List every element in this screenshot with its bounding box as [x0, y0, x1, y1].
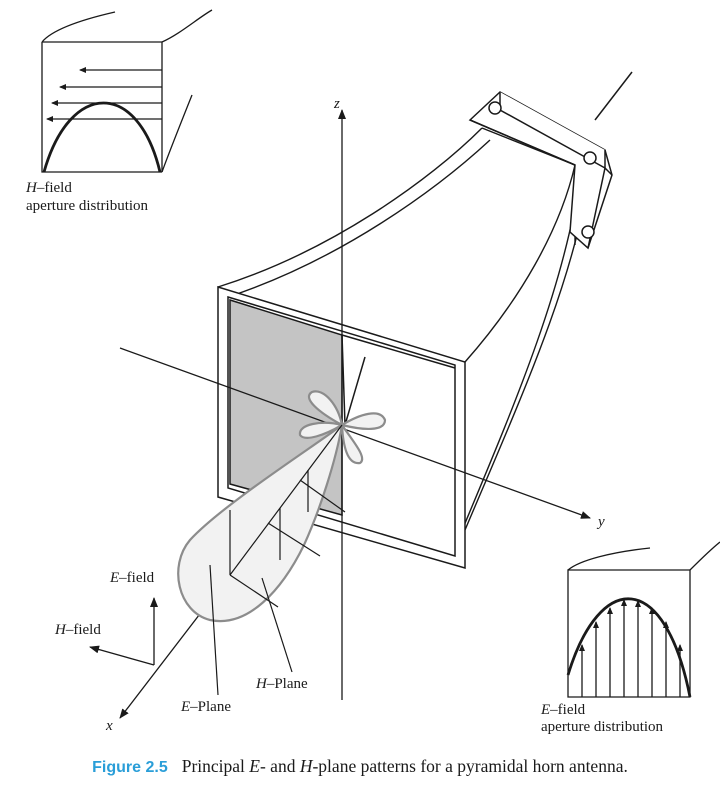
main-lobe	[177, 422, 344, 623]
e-plane-label: E–Plane	[181, 699, 231, 715]
plane-cut-lines	[209, 424, 346, 696]
minor-lobe-left	[298, 421, 345, 439]
e-field-curve	[566, 597, 692, 698]
h-field-legend-label: H–field	[55, 622, 101, 638]
h-field-arrow	[89, 645, 155, 666]
e-field-legend-label: E–field	[110, 570, 155, 586]
caption-text-2: - and	[259, 756, 300, 776]
radiation-pattern	[177, 390, 387, 623]
minor-lobe-down	[340, 421, 364, 465]
h-field-curve	[42, 101, 162, 173]
y-axis-label: y	[598, 514, 605, 530]
h-field-inset-subtitle: aperture distribution	[26, 198, 149, 214]
figure-caption: Figure 2.5 Principal E- and H-plane patte…	[0, 756, 720, 778]
minor-lobe-up	[307, 390, 344, 428]
e-field-inset-subtitle: aperture distribution	[541, 719, 664, 735]
x-axis-label: x	[106, 718, 113, 734]
minor-lobe-right	[339, 412, 387, 430]
y-axis-line	[119, 347, 591, 519]
caption-text-1: Principal	[181, 756, 250, 776]
z-axis-label: z	[334, 96, 340, 112]
h-field-inset	[41, 9, 213, 173]
h-field-inset-title: H–field	[26, 180, 72, 196]
field-direction-legend	[89, 597, 158, 666]
caption-h: H	[299, 756, 313, 776]
caption-e: E	[249, 756, 260, 776]
caption-text-3: -plane patterns for a pyramidal horn ant…	[312, 756, 628, 776]
e-field-inset	[566, 541, 720, 698]
figure-number: Figure 2.5	[92, 759, 168, 776]
e-field-inset-title: E–field	[541, 702, 586, 718]
h-plane-leader	[261, 577, 293, 673]
h-plane-label: H–Plane	[256, 676, 308, 692]
waveguide-flange	[468, 71, 633, 250]
horn-antenna-diagram	[41, 9, 720, 719]
e-plane-leader	[209, 564, 219, 696]
